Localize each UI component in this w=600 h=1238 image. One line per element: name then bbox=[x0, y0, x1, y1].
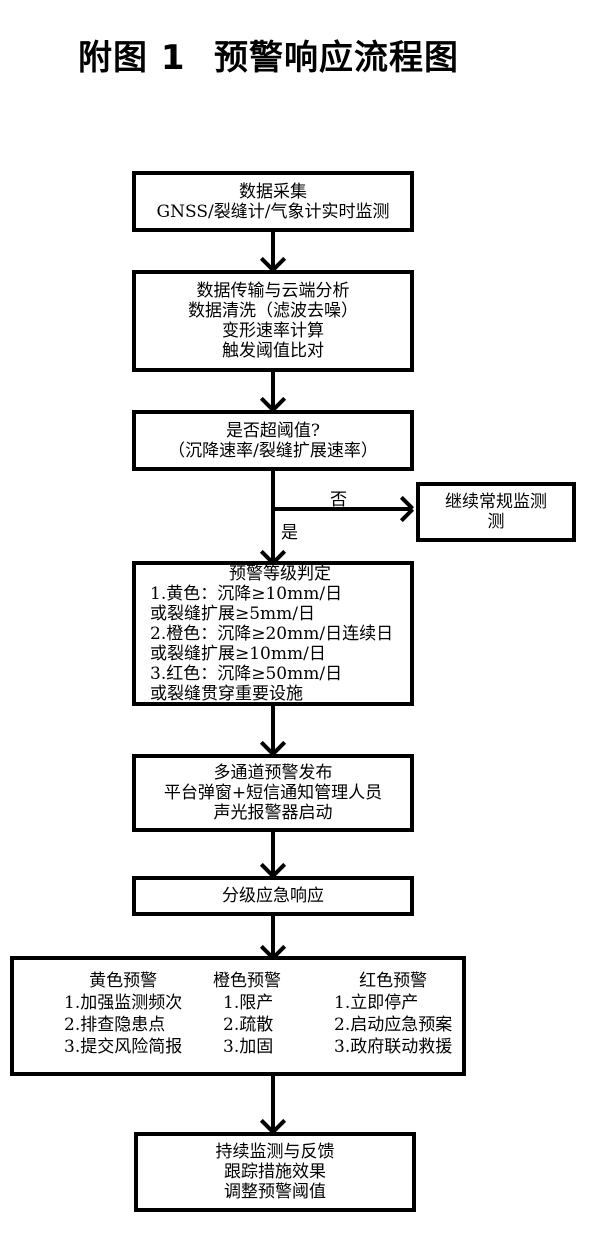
column-item: 2.排查隐患点 bbox=[64, 1015, 166, 1035]
node-text: 多通道预警发布 bbox=[213, 763, 333, 783]
node-text: 测 bbox=[487, 512, 505, 532]
node-transmission-analysis: 数据传输与云端分析 数据清洗（滤波去噪） 变形速率计算 触发阈值比对 bbox=[132, 270, 414, 372]
node-text: 3.红色：沉降≥50mm/日 bbox=[150, 663, 343, 684]
node-continuous-feedback: 持续监测与反馈 跟踪措施效果 调整预警阈值 bbox=[134, 1132, 416, 1212]
column-item: 3.提交风险简报 bbox=[64, 1037, 183, 1057]
column-heading: 黄色预警 bbox=[89, 971, 158, 991]
connector-line bbox=[271, 471, 275, 563]
node-text: 数据传输与云端分析 bbox=[196, 281, 350, 301]
column-item: 1.加强监测频次 bbox=[64, 993, 183, 1013]
node-text: 是否超阈值? bbox=[225, 420, 321, 441]
figure-name: 预警响应流程图 bbox=[214, 38, 459, 78]
column-item: 1.立即停产 bbox=[334, 993, 419, 1013]
node-text: 触发阈值比对 bbox=[222, 341, 324, 361]
connector-line bbox=[271, 372, 275, 410]
node-text: 2.橙色：沉降≥20mm/日连续日 bbox=[150, 623, 394, 644]
node-threshold-decision: 是否超阈值? （沉降速率/裂缝扩展速率） bbox=[132, 410, 414, 471]
node-text: 平台弹窗+短信通知管理人员 bbox=[163, 783, 383, 803]
node-multichannel-release: 多通道预警发布 平台弹窗+短信通知管理人员 声光报警器启动 bbox=[132, 754, 414, 832]
node-text: 1.黄色：沉降≥10mm/日 bbox=[150, 583, 343, 604]
node-text: 或裂缝扩展≥5mm/日 bbox=[150, 603, 316, 624]
node-text: 继续常规监测 bbox=[445, 492, 547, 512]
connector-line-no bbox=[273, 507, 411, 511]
column-heading: 红色预警 bbox=[359, 971, 428, 991]
node-text: 声光报警器启动 bbox=[213, 803, 333, 823]
connector-line bbox=[271, 1076, 275, 1132]
column-item: 3.政府联动救援 bbox=[334, 1037, 453, 1057]
connector-line bbox=[271, 916, 275, 958]
node-heading: 预警等级判定 bbox=[229, 563, 331, 584]
node-text: 或裂缝贯穿重要设施 bbox=[150, 683, 303, 704]
connector-line bbox=[271, 706, 275, 754]
column-red-warning: 红色预警 1.立即停产 2.启动应急预案 3.政府联动救援 bbox=[334, 970, 452, 1058]
node-text: 数据清洗（滤波去噪） bbox=[188, 301, 358, 321]
edge-label-yes: 是 bbox=[281, 523, 298, 543]
node-text: 跟踪措施效果 bbox=[224, 1162, 326, 1182]
connector-line bbox=[271, 832, 275, 876]
node-text: 变形速率计算 bbox=[222, 321, 324, 341]
column-orange-warning: 橙色预警 1.限产 2.疏散 3.加固 bbox=[213, 970, 281, 1058]
figure-number: 附图 1 bbox=[78, 38, 186, 78]
node-text: 数据采集 bbox=[239, 181, 307, 202]
node-warning-level: 预警等级判定 1.黄色：沉降≥10mm/日 或裂缝扩展≥5mm/日 2.橙色：沉… bbox=[132, 561, 414, 706]
node-data-collection-box: 数据采集 GNSS/裂缝计/气象计实时监测 bbox=[132, 171, 414, 232]
column-item: 2.启动应急预案 bbox=[334, 1015, 453, 1035]
column-item: 2.疏散 bbox=[223, 1015, 274, 1035]
node-text: 调整预警阈值 bbox=[224, 1182, 326, 1202]
node-text: GNSS/裂缝计/气象计实时监测 bbox=[156, 201, 390, 222]
column-yellow-warning: 黄色预警 1.加强监测频次 2.排查隐患点 3.提交风险简报 bbox=[64, 970, 182, 1058]
edge-label-no: 否 bbox=[330, 490, 347, 510]
node-graded-response: 分级应急响应 bbox=[132, 876, 414, 916]
node-response-measures: 黄色预警 1.加强监测频次 2.排查隐患点 3.提交风险简报 橙色预警 1.限产… bbox=[10, 956, 466, 1076]
node-continue-monitoring: 继续常规监测 测 bbox=[416, 482, 576, 542]
node-text: （沉降速率/裂缝扩展速率） bbox=[168, 440, 378, 461]
column-item: 3.加固 bbox=[223, 1037, 274, 1057]
node-text: 或裂缝扩展≥10mm/日 bbox=[150, 643, 326, 664]
node-text: 持续监测与反馈 bbox=[215, 1142, 335, 1162]
connector-line bbox=[271, 232, 275, 270]
node-text: 分级应急响应 bbox=[222, 886, 324, 906]
column-heading: 橙色预警 bbox=[213, 971, 281, 991]
column-item: 1.限产 bbox=[223, 993, 274, 1013]
